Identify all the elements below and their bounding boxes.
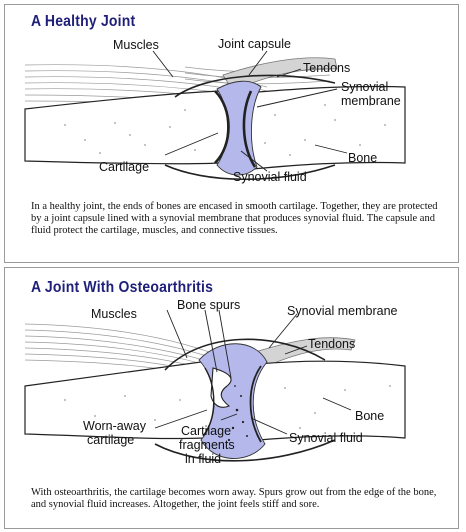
healthy-joint-title: A Healthy Joint — [31, 11, 136, 30]
osteoarthritis-panel: A Joint With Osteoarthritis — [4, 267, 459, 529]
leader-lines — [154, 309, 352, 435]
synovial-membrane — [164, 338, 326, 371]
label-bone-spurs: Bone spurs — [177, 298, 240, 312]
capsule-lower — [154, 439, 336, 462]
label-worn-away-2: cartilage — [87, 433, 134, 447]
bone-spur — [210, 367, 232, 408]
bone-texture — [64, 104, 386, 156]
label-muscles: Muscles — [91, 307, 137, 321]
worn-cartilage — [202, 367, 215, 437]
osteoarthritis-diagram: Muscles Bone spurs Synovial membrane Ten… — [24, 298, 406, 466]
label-synovial-fluid: Synovial fluid — [289, 431, 363, 445]
label-worn-away-1: Worn-away — [83, 419, 147, 433]
label-synovial-membrane-1: Synovial — [341, 80, 388, 94]
joint-capsule-lower — [164, 164, 336, 181]
joint-capsule — [174, 74, 336, 98]
label-bone: Bone — [355, 409, 384, 423]
left-cartilage — [214, 90, 230, 164]
osteoarthritis-title: A Joint With Osteoarthritis — [31, 277, 214, 296]
label-synovial-fluid: Synovial fluid — [233, 170, 307, 184]
bone-texture — [64, 385, 391, 429]
right-bone — [244, 360, 406, 441]
label-muscles: Muscles — [113, 38, 159, 52]
label-cartilage: Cartilage — [99, 160, 149, 174]
label-fragments-1: Cartilage — [181, 424, 231, 438]
label-tendons: Tendons — [303, 61, 350, 75]
right-cartilage — [242, 90, 257, 168]
tendon-band — [254, 337, 356, 367]
right-cartilage — [249, 365, 262, 443]
left-bone — [24, 90, 234, 165]
leader-lines — [152, 50, 348, 172]
label-fragments-3: in fluid — [185, 452, 221, 466]
cartilage-fragments — [227, 385, 248, 442]
label-synovial-membrane-2: membrane — [341, 94, 401, 108]
osteoarthritis-caption: With osteoarthritis, the cartilage becom… — [31, 487, 437, 510]
label-bone: Bone — [348, 151, 377, 165]
healthy-joint-diagram: Muscles Joint capsule Tendons Synovial m… — [24, 37, 406, 184]
label-fragments-2: fragments — [179, 438, 235, 452]
label-tendons: Tendons — [308, 337, 355, 351]
healthy-joint-panel: A Healthy Joint — [4, 4, 459, 263]
healthy-joint-caption: In a healthy joint, the ends of bones ar… — [31, 201, 438, 236]
label-synovial-membrane: Synovial membrane — [287, 304, 398, 318]
label-joint-capsule: Joint capsule — [218, 37, 291, 51]
